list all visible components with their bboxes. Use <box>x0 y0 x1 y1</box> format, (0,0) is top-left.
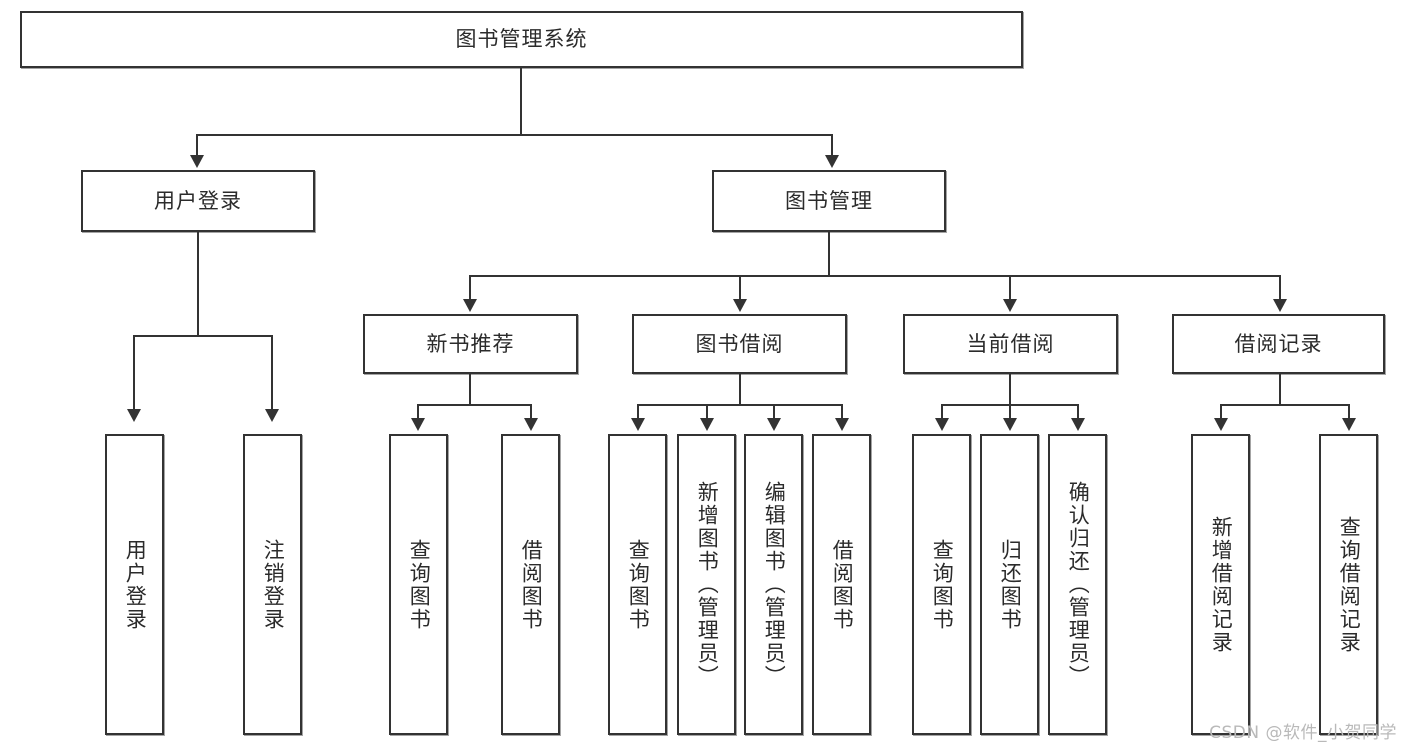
arrowhead-to-user-login <box>190 155 204 168</box>
leaf-current-borrow-return-book[interactable]: 归还图书 <box>980 434 1039 735</box>
arrowhead-to-borrow-record <box>1273 299 1287 312</box>
edge-book-borrow-drop-4 <box>841 404 843 419</box>
node-label: 图书管理系统 <box>455 27 588 52</box>
edge-book-borrow-drop-2 <box>706 404 708 419</box>
node-label: 新书推荐 <box>426 331 515 356</box>
arrowhead-book-borrow-leaf-1 <box>631 418 645 431</box>
leaf-current-borrow-confirm-return-admin[interactable]: 确认归还（管理员） <box>1048 434 1107 735</box>
arrowhead-book-borrow-leaf-2 <box>700 418 714 431</box>
edge-current-borrow-drop-3 <box>1077 404 1079 419</box>
edge-to-borrow-record <box>1279 275 1281 300</box>
node-label: 查询图书 <box>626 538 651 631</box>
arrowhead-new-book-recommend-leaf-2 <box>524 418 538 431</box>
leaf-user-login-login[interactable]: 用户登录 <box>105 434 164 735</box>
node-label: 借阅记录 <box>1234 331 1323 356</box>
leaf-current-borrow-query-book[interactable]: 查询图书 <box>912 434 971 735</box>
node-label: 借阅图书 <box>830 538 855 631</box>
arrowhead-to-current-borrow <box>1003 299 1017 312</box>
edge-user-login-drop-1 <box>133 335 135 410</box>
arrowhead-current-borrow-leaf-3 <box>1071 418 1085 431</box>
edge-new-book-recommend-drop-1 <box>417 404 419 419</box>
leaf-book-borrow-query-book[interactable]: 查询图书 <box>608 434 667 735</box>
edge-current-borrow-drop-1 <box>941 404 943 419</box>
node-label: 图书管理 <box>785 188 873 213</box>
node-label: 查询借阅记录 <box>1337 515 1362 654</box>
node-root-book-management-system[interactable]: 图书管理系统 <box>20 11 1023 68</box>
edge-new-book-recommend-drop-2 <box>530 404 532 419</box>
arrowhead-book-borrow-leaf-3 <box>767 418 781 431</box>
arrowhead-borrow-record-leaf-1 <box>1214 418 1228 431</box>
leaf-borrow-record-query-record[interactable]: 查询借阅记录 <box>1319 434 1378 735</box>
node-label: 借阅图书 <box>519 538 544 631</box>
arrowhead-book-borrow-leaf-4 <box>835 418 849 431</box>
node-label: 注销登录 <box>261 538 286 631</box>
edge-book-borrow-drop-1 <box>637 404 639 419</box>
node-book-borrow[interactable]: 图书借阅 <box>632 314 847 374</box>
leaf-user-login-logout[interactable]: 注销登录 <box>243 434 302 735</box>
edge-to-new-book-recommend <box>469 275 471 300</box>
arrowhead-user-login-leaf-2 <box>265 409 279 422</box>
edge-current-borrow-drop-2 <box>1009 404 1011 419</box>
node-label: 编辑图书（管理员） <box>762 481 787 688</box>
node-label: 图书借阅 <box>695 331 784 356</box>
edge-borrow-record-bus <box>1220 404 1350 406</box>
edge-book-borrow-stem <box>739 374 741 406</box>
arrowhead-current-borrow-leaf-1 <box>935 418 949 431</box>
leaf-book-borrow-borrow-book[interactable]: 借阅图书 <box>812 434 871 735</box>
node-label: 归还图书 <box>998 538 1023 631</box>
node-current-borrow[interactable]: 当前借阅 <box>903 314 1118 374</box>
edge-level3-bus <box>469 275 1281 277</box>
edge-to-book-management <box>831 134 833 157</box>
edge-root-stem <box>520 68 522 135</box>
arrowhead-borrow-record-leaf-2 <box>1342 418 1356 431</box>
edge-new-book-recommend-bus <box>417 404 532 406</box>
node-label: 当前借阅 <box>966 331 1055 356</box>
node-label: 确认归还（管理员） <box>1066 481 1091 688</box>
arrowhead-user-login-leaf-1 <box>127 409 141 422</box>
edge-borrow-record-stem <box>1279 374 1281 406</box>
arrowhead-current-borrow-leaf-2 <box>1003 418 1017 431</box>
edge-user-login-drop-2 <box>271 335 273 410</box>
edge-book-management-stem <box>828 232 830 277</box>
node-user-login[interactable]: 用户登录 <box>81 170 315 232</box>
leaf-book-borrow-edit-book-admin[interactable]: 编辑图书（管理员） <box>744 434 803 735</box>
edge-to-user-login <box>196 134 198 157</box>
node-borrow-record[interactable]: 借阅记录 <box>1172 314 1385 374</box>
edge-book-borrow-drop-3 <box>773 404 775 419</box>
node-label: 新增借阅记录 <box>1209 515 1234 654</box>
edge-borrow-record-drop-1 <box>1220 404 1222 419</box>
edge-to-current-borrow <box>1009 275 1011 300</box>
edge-current-borrow-stem <box>1009 374 1011 406</box>
edge-new-book-recommend-stem <box>469 374 471 406</box>
node-label: 查询图书 <box>407 538 432 631</box>
node-label: 新增图书（管理员） <box>695 481 720 688</box>
node-label: 用户登录 <box>154 188 242 213</box>
edge-borrow-record-drop-2 <box>1348 404 1350 419</box>
edge-level2-bus <box>196 134 833 136</box>
edge-user-login-stem <box>197 232 199 336</box>
arrowhead-new-book-recommend-leaf-1 <box>411 418 425 431</box>
edge-book-borrow-bus <box>637 404 843 406</box>
arrowhead-to-book-management <box>825 155 839 168</box>
leaf-borrow-record-add-record[interactable]: 新增借阅记录 <box>1191 434 1250 735</box>
node-book-management[interactable]: 图书管理 <box>712 170 946 232</box>
leaf-new-book-borrow-book[interactable]: 借阅图书 <box>501 434 560 735</box>
leaf-book-borrow-add-book-admin[interactable]: 新增图书（管理员） <box>677 434 736 735</box>
edge-user-login-bus <box>133 335 273 337</box>
arrowhead-to-book-borrow <box>733 299 747 312</box>
node-label: 用户登录 <box>123 538 148 631</box>
arrowhead-to-new-book-recommend <box>463 299 477 312</box>
node-new-book-recommend[interactable]: 新书推荐 <box>363 314 578 374</box>
leaf-new-book-query-book[interactable]: 查询图书 <box>389 434 448 735</box>
edge-to-book-borrow <box>739 275 741 300</box>
node-label: 查询图书 <box>930 538 955 631</box>
